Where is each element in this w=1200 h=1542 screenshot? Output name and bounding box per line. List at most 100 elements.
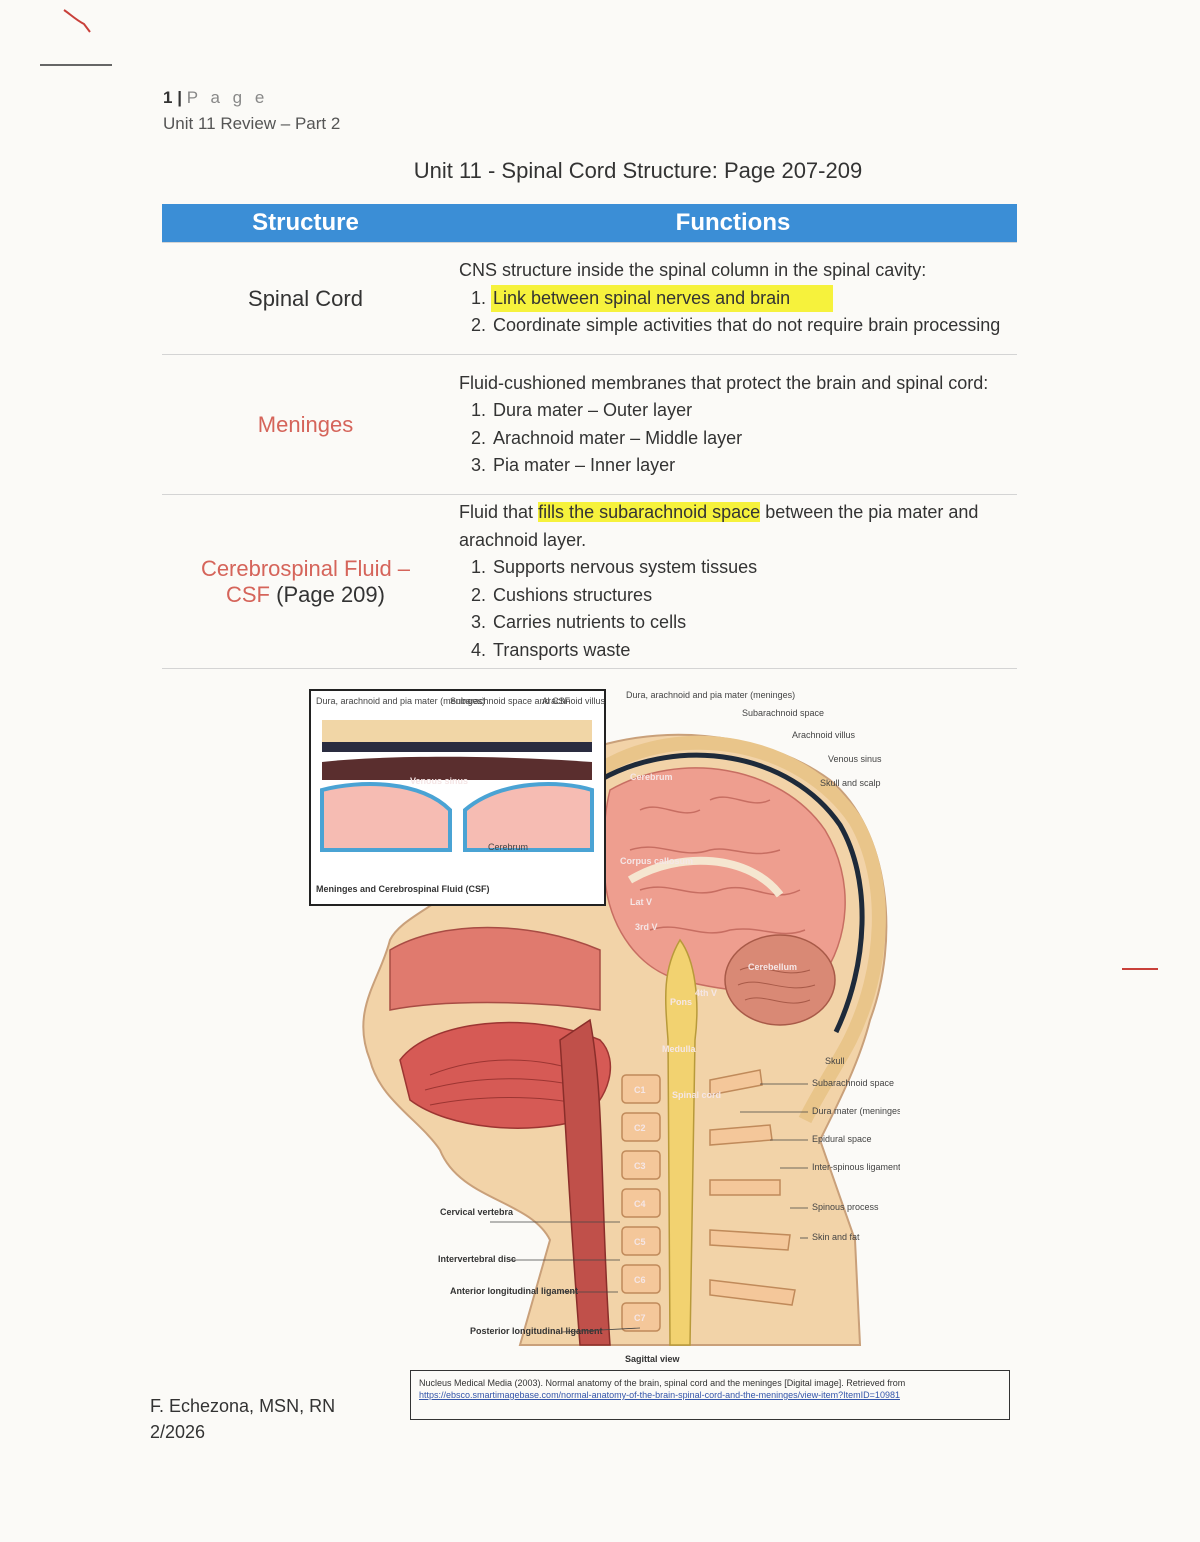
structure-cell: Spinal Cord [162,242,449,355]
inset-cerebrum-label: Cerebrum [488,842,528,852]
label-skull: Skull [825,1056,845,1066]
pen-mark-icon [63,9,91,33]
review-table: Structure Functions Spinal Cord CNS stru… [162,204,1017,669]
intro-highlight: fills the subarachnoid space [538,502,761,522]
label-subarachnoid-right: Subarachnoid space [812,1078,894,1088]
inset-venous-sinus-label: Venous sinus [410,776,468,786]
label-spinal-cord: Spinal cord [672,1090,721,1100]
header-structure: Structure [162,204,449,243]
label-subarachnoid-space: Subarachnoid space [742,708,824,718]
vertebra-label: C6 [634,1275,646,1285]
label-pons: Pons [670,997,692,1007]
margin-line [40,64,112,66]
view-caption: Sagittal view [625,1354,681,1364]
label-lat-v: Lat V [630,897,652,907]
label-intervertebral-disc: Intervertebral disc [438,1254,516,1264]
intro-pre: Fluid that [459,502,534,522]
list-item: Transports waste [491,637,1011,665]
function-list: Link between spinal nerves and brain Coo… [459,284,1011,340]
page-header: 1 | P a g e Unit 11 Review – Part 2 [163,88,340,134]
table-row-meninges: Meninges Fluid-cushioned membranes that … [162,354,1017,495]
label-cerebrum: Cerebrum [630,772,673,782]
label-meninges: Dura, arachnoid and pia mater (meninges) [626,690,795,700]
table-row-spinal-cord: Spinal Cord CNS structure inside the spi… [162,242,1017,355]
list-item: Carries nutrients to cells [491,609,1011,637]
function-list: Dura mater – Outer layer Arachnoid mater… [459,397,1011,480]
author-name: F. Echezona, MSN, RN [150,1396,336,1416]
vertebra-label: C7 [634,1313,646,1323]
meninges-inset: Venous sinus Cerebrum Dura, arachnoid an… [309,689,606,906]
margin-dash [1122,968,1158,970]
list-item: Coordinate simple activities that do not… [491,312,1011,340]
list-item: Cushions structures [491,582,1011,610]
structure-page-ref: (Page 209) [276,581,385,607]
anatomy-figure: C1 C2 C3 C4 C5 C6 C7 Venous sinus Cerebr… [309,689,900,1364]
list-item: Supports nervous system tissues [491,554,1011,582]
dura-line [598,752,865,1034]
list-item: Pia mater – Inner layer [491,452,1011,480]
nasal-cavity [389,926,601,1011]
list-item: Link between spinal nerves and brain [491,284,833,313]
function-intro: Fluid that fills the subarachnoid space … [459,499,1011,554]
citation-link[interactable]: https://ebsco.smartimagebase.com/normal-… [419,1390,900,1400]
label-medulla: Medulla [662,1044,696,1054]
function-cell: CNS structure inside the spinal column i… [449,242,1017,355]
label-cerebellum: Cerebellum [748,962,797,972]
function-cell: Fluid-cushioned membranes that protect t… [449,354,1017,495]
function-intro: CNS structure inside the spinal column i… [459,260,927,281]
function-list: Supports nervous system tissues Cushions… [459,554,1011,664]
page-number: 1 [163,88,173,107]
header-functions: Functions [449,204,1017,243]
table-row-csf: Cerebrospinal Fluid – CSF (Page 209) Flu… [162,494,1017,669]
structure-abbrev: CSF [226,581,270,607]
inset-meninges-label: Dura, arachnoid and pia mater (meninges) [316,696,485,706]
structure-line: CSF (Page 209) [163,582,448,608]
label-skin-fat: Skin and fat [812,1232,860,1242]
label-dura-mater: Dura mater (meninges) [812,1106,900,1116]
label-venous-sinus: Venous sinus [828,754,882,764]
vertebra-label: C4 [634,1199,646,1209]
tongue-shape [399,1021,612,1129]
cerebellum-shape [724,934,836,1026]
vertebra-label: C5 [634,1237,646,1247]
brainstem-shape [664,938,698,1346]
label-4th-v: 4th V [695,988,717,998]
intro-post: between the pia mater and arachnoid laye… [459,502,979,550]
corpus-callosum-shape [627,856,784,898]
vertebral-column [621,1074,661,1332]
spinous-processes [709,1069,796,1306]
vertebra-label: C1 [634,1085,646,1095]
list-item: Dura mater – Outer layer [491,397,1011,425]
page-word: P a g e [186,88,269,107]
pharynx-shape [559,1018,611,1346]
label-3rd-v: 3rd V [635,922,658,932]
table-header-row: Structure Functions [162,204,1017,243]
list-item: Arachnoid mater – Middle layer [491,425,1011,453]
unit-line: Unit 11 Review – Part 2 [163,114,341,133]
structure-line: Cerebrospinal Fluid – [200,555,411,581]
vertebra-label: C2 [634,1123,646,1133]
label-spinous-process: Spinous process [812,1202,879,1212]
label-corpus-callosum: Corpus callosum [620,856,693,866]
vertebra-label: C3 [634,1161,646,1171]
document-title: Unit 11 - Spinal Cord Structure: Page 20… [413,158,863,183]
label-cervical-vertebra: Cervical vertebra [440,1207,514,1217]
function-cell: Fluid that fills the subarachnoid space … [449,494,1017,669]
label-anterior-ligament: Anterior longitudinal ligament [450,1286,578,1296]
label-interspinous: Inter-spinous ligament [812,1162,900,1172]
author-date: 2/2026 [150,1422,206,1442]
label-arachnoid-villus: Arachnoid villus [792,730,856,740]
inset-csf-label: Subarachnoid space and CSF [450,696,571,706]
label-epidural-space: Epidural space [812,1134,872,1144]
citation-text: Nucleus Medical Media (2003). Normal ana… [419,1378,906,1388]
label-posterior-ligament: Posterior longitudinal ligament [470,1326,603,1336]
citation-box: Nucleus Medical Media (2003). Normal ana… [410,1370,1010,1420]
inset-caption: Meninges and Cerebrospinal Fluid (CSF) [316,884,490,894]
label-skull-scalp: Skull and scalp [820,778,881,788]
skull-band [596,735,886,1124]
structure-cell: Meninges [162,354,449,495]
structure-cell: Cerebrospinal Fluid – CSF (Page 209) [162,494,449,669]
inset-villus-label: Arachnoid villus [542,696,606,706]
author-block: F. Echezona, MSN, RN 2/2026 [150,1393,335,1445]
function-intro: Fluid-cushioned membranes that protect t… [459,372,989,393]
